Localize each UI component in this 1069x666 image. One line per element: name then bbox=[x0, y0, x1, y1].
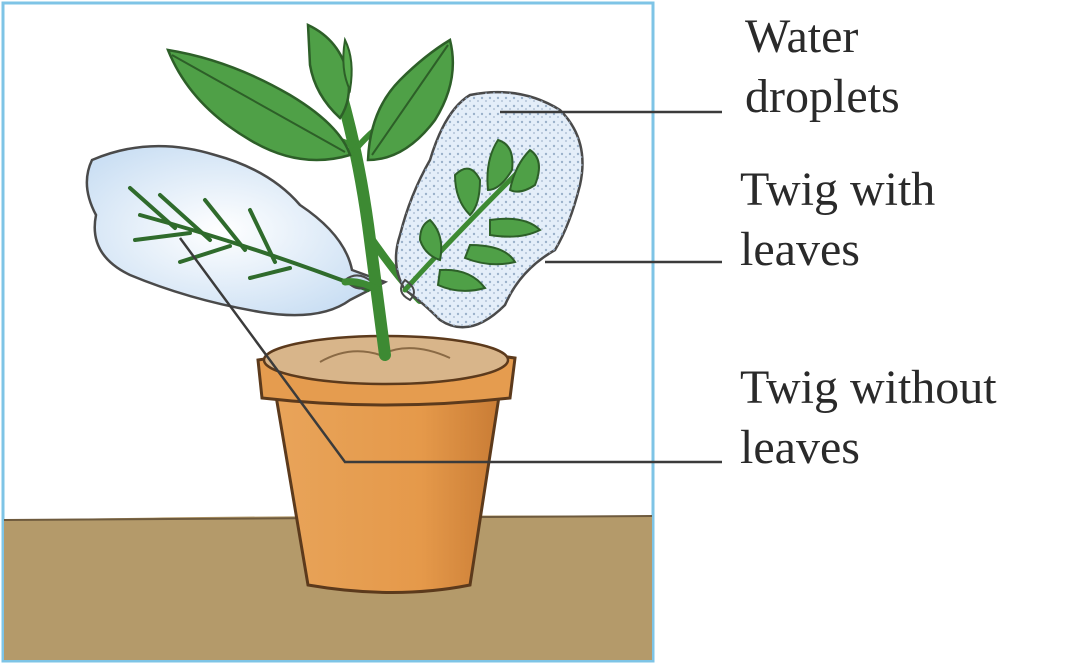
label-twig-without-leaves: Twig without leaves bbox=[740, 361, 1009, 474]
label-twig-with-leaves: Twig with leaves bbox=[740, 163, 947, 276]
label-water-droplets: Water droplets bbox=[745, 10, 900, 123]
